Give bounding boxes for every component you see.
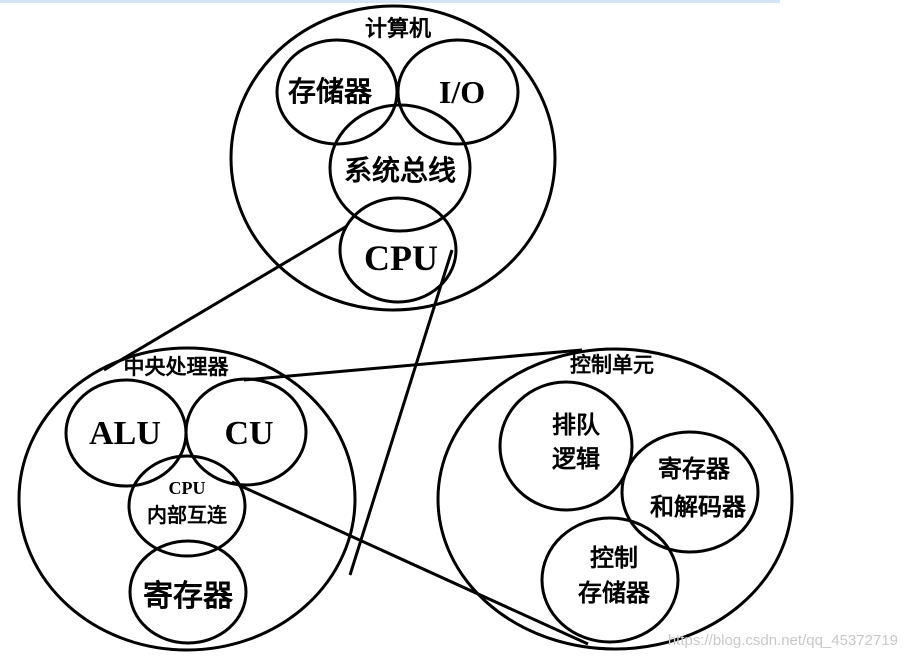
alu-label: ALU — [89, 415, 161, 452]
control-memory-line1: 控制 — [590, 543, 638, 572]
system-bus-label: 系统总线 — [344, 154, 456, 187]
interconnect-circle — [127, 454, 247, 558]
cpu-detail-circle — [17, 346, 357, 652]
watermark-text: https://blog.csdn.net/qq_45372719 — [668, 632, 898, 649]
top-border-line — [0, 0, 780, 3]
register-decoder-line2: 和解码器 — [650, 492, 747, 521]
sequencing-logic-line1: 排队 — [552, 410, 601, 439]
control-memory-line2: 存储器 — [578, 578, 651, 607]
register-decoder-circle — [620, 430, 760, 554]
registers-circle — [128, 539, 248, 645]
register-decoder-line1: 寄存器 — [658, 454, 731, 483]
control-memory-circle — [540, 516, 680, 644]
control-unit-circle — [436, 347, 794, 651]
io-label: I/O — [439, 74, 485, 110]
registers-label: 寄存器 — [143, 579, 234, 614]
zoom-line-cu-bottom — [231, 480, 589, 646]
computer-circle — [229, 4, 557, 312]
zoom-line-cpu-right — [348, 249, 454, 576]
io-circle — [396, 38, 520, 146]
cpu-detail-title: 中央处理器 — [124, 354, 230, 379]
cu-label: CU — [224, 415, 273, 452]
computer-title: 计算机 — [365, 16, 431, 42]
interconnect-label-line2: 内部互连 — [147, 503, 228, 527]
cpu-circle — [338, 196, 458, 304]
system-bus-circle — [328, 103, 472, 233]
zoom-line-cpu-left — [103, 224, 348, 372]
interconnect-label-line1: CPU — [169, 478, 206, 498]
sequencing-logic-line2: 逻辑 — [552, 444, 600, 473]
cu-circle — [184, 377, 308, 487]
memory-label: 存储器 — [288, 75, 373, 108]
cpu-label: CPU — [364, 238, 438, 278]
control-unit-title: 控制单元 — [570, 352, 654, 377]
sequencing-logic-circle — [498, 380, 634, 512]
zoom-line-cu-top — [243, 348, 583, 382]
